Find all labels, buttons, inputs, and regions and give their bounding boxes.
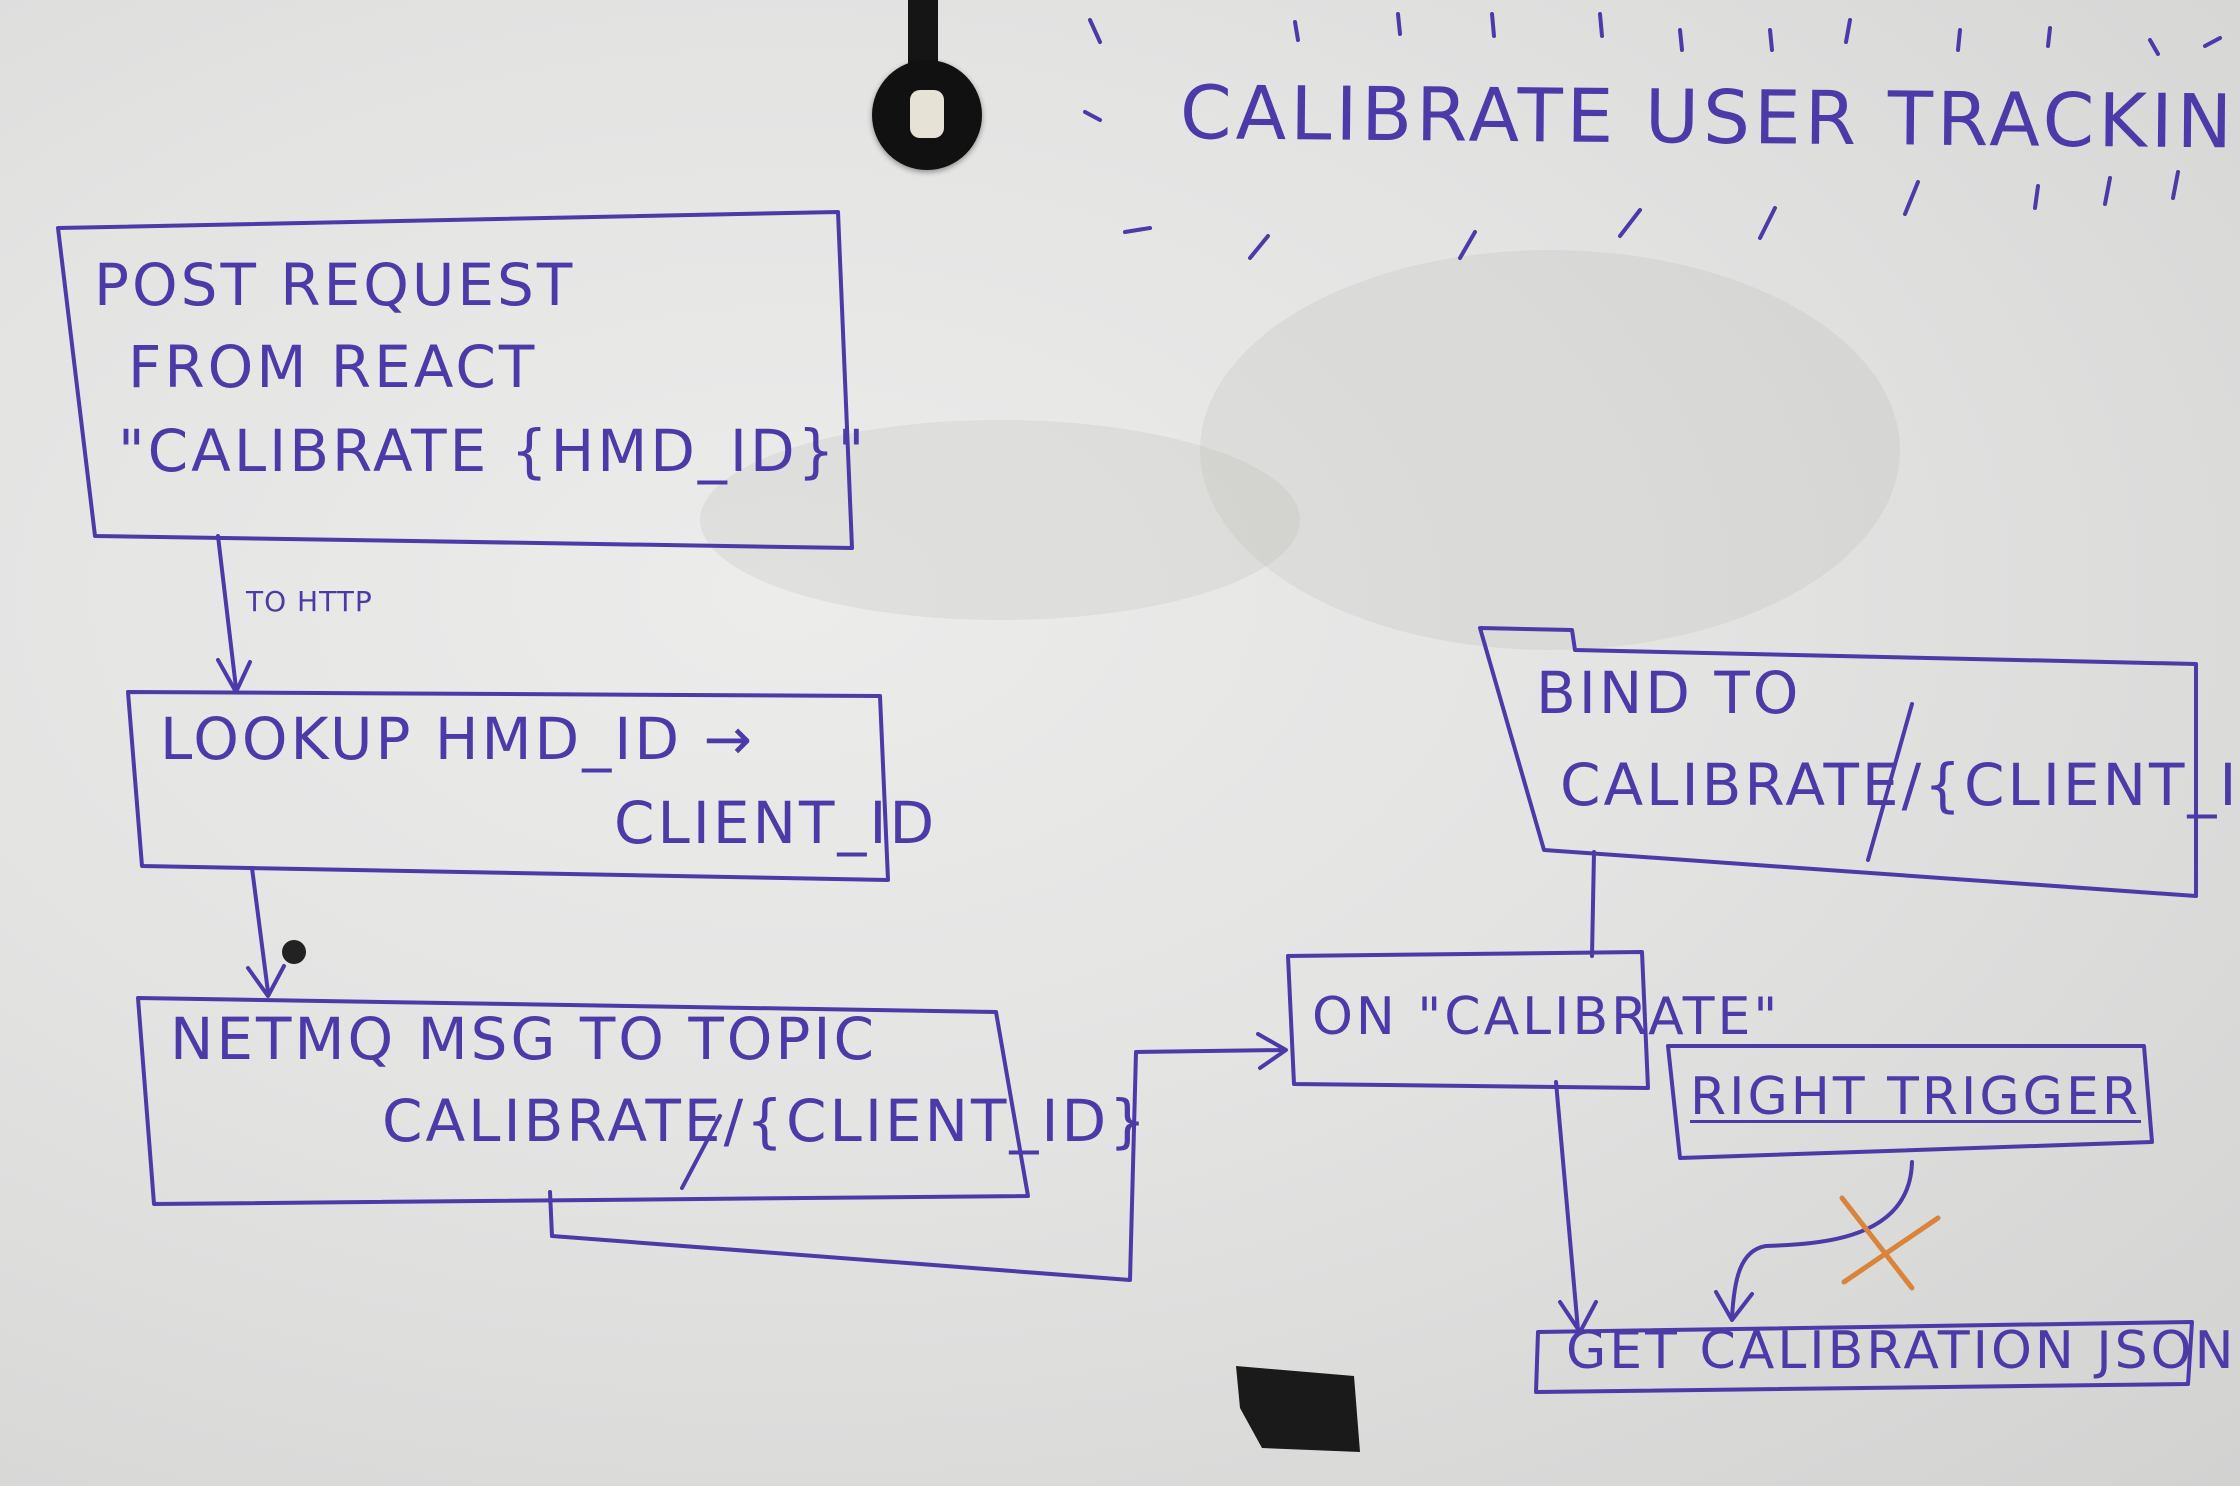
magnet-clip-icon <box>872 60 982 170</box>
arrow-lookup-to-netmq <box>250 866 270 994</box>
lookup-line-1: LOOKUP HMD_ID → <box>160 705 756 773</box>
lookup-line-2: CLIENT_ID <box>614 789 938 857</box>
netmq-box <box>136 996 1030 1206</box>
netmq-line-2: CALIBRATE/{CLIENT_ID} <box>382 1087 1150 1155</box>
arrow-right-trigger-to-get-json <box>1730 1160 1914 1320</box>
netmq-divider <box>680 1114 722 1190</box>
ink-dot <box>282 940 306 964</box>
bind-line-1: BIND TO <box>1536 659 1802 727</box>
cross-mark-icon <box>1839 1195 1941 1291</box>
arrow-head <box>1256 1032 1288 1070</box>
post-request-line-1: POST REQUEST <box>94 251 576 319</box>
arrow-netmq-to-on-calibrate <box>548 1048 1286 1282</box>
eraser-smudge <box>1200 250 1900 650</box>
edge-label-to-http: TO HTTP <box>246 585 373 618</box>
post-request-box <box>56 210 854 550</box>
arrow-head <box>246 964 286 998</box>
right-trigger-box <box>1666 1044 2154 1160</box>
dark-spot <box>1236 1366 1360 1452</box>
on-calibrate-label: ON "CALIBRATE" <box>1312 987 1781 1047</box>
arrow-head <box>1714 1290 1754 1322</box>
right-trigger-label: RIGHT TRIGGER <box>1690 1067 2141 1127</box>
line-bind-to-on-calibrate <box>1590 850 1596 958</box>
arrow-post-to-lookup <box>216 534 238 690</box>
post-request-line-2: FROM REACT <box>128 333 538 401</box>
get-json-label: GET CALIBRATION JSON <box>1566 1321 2237 1381</box>
post-request-line-3: "CALIBRATE {HMD_ID}" <box>118 417 868 485</box>
title-rays <box>1083 12 2222 260</box>
bind-line-2: CALIBRATE/{CLIENT_ID} <box>1560 751 2240 819</box>
bind-box <box>1478 626 2198 898</box>
lookup-box <box>126 690 890 882</box>
netmq-line-1: NETMQ MSG TO TOPIC <box>170 1005 878 1073</box>
get-json-box <box>1534 1320 2194 1394</box>
page-title: CALIBRATE USER TRACKING <box>1179 70 2240 166</box>
eraser-smudge <box>700 420 1300 620</box>
bind-divider <box>1866 702 1914 862</box>
on-calibrate-box <box>1286 950 1650 1090</box>
arrow-on-calibrate-to-get-json <box>1554 1080 1580 1332</box>
